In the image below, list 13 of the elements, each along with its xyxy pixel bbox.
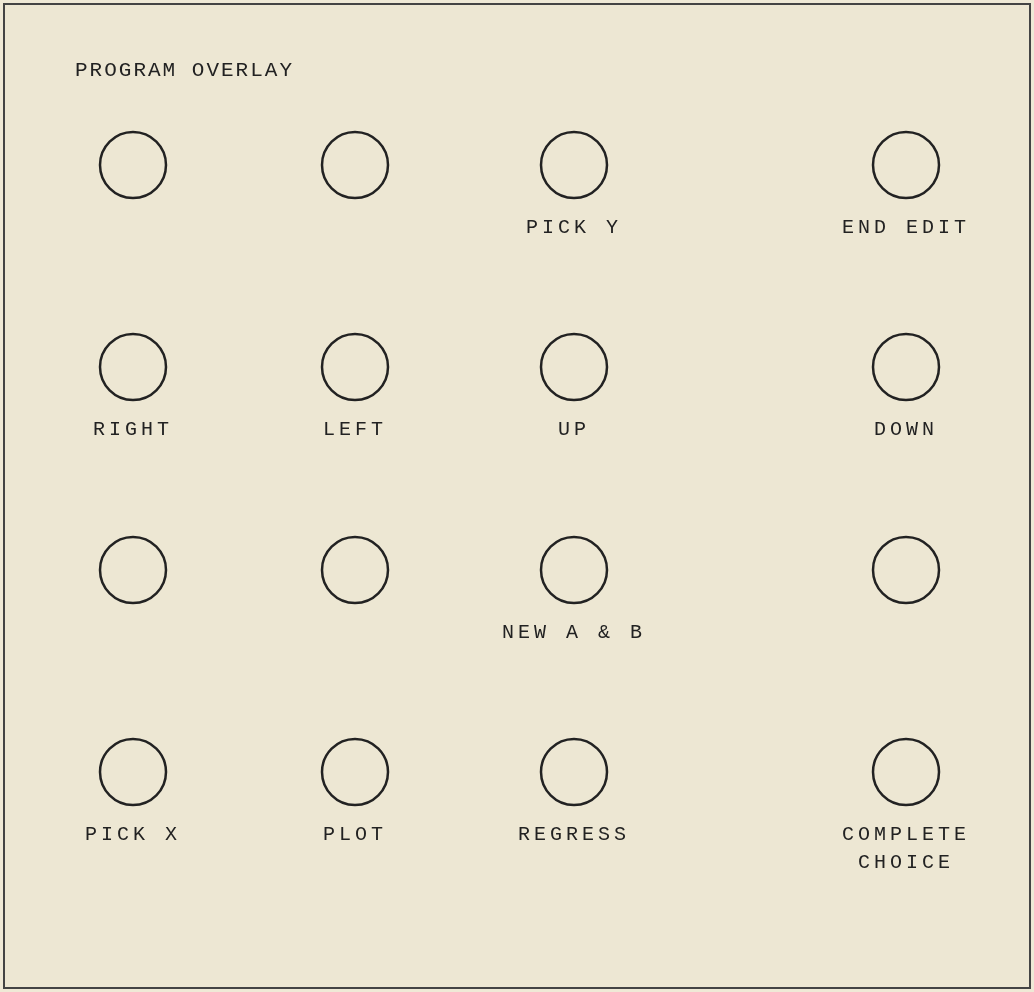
overlay-panel	[3, 3, 1031, 989]
key-label: DOWN	[874, 417, 938, 443]
panel-title: PROGRAM OVERLAY	[75, 59, 295, 82]
key-label: REGRESS	[518, 822, 630, 848]
key-label: NEW A & B	[502, 620, 646, 646]
key-label: RIGHT	[93, 417, 173, 443]
key-label: END EDIT	[842, 215, 970, 241]
key-label: PICK Y	[526, 215, 622, 241]
key-label: UP	[558, 417, 590, 443]
key-label: PLOT	[323, 822, 387, 848]
key-label: COMPLETE CHOICE	[841, 822, 971, 876]
key-label: LEFT	[323, 417, 387, 443]
key-label: PICK X	[85, 822, 181, 848]
